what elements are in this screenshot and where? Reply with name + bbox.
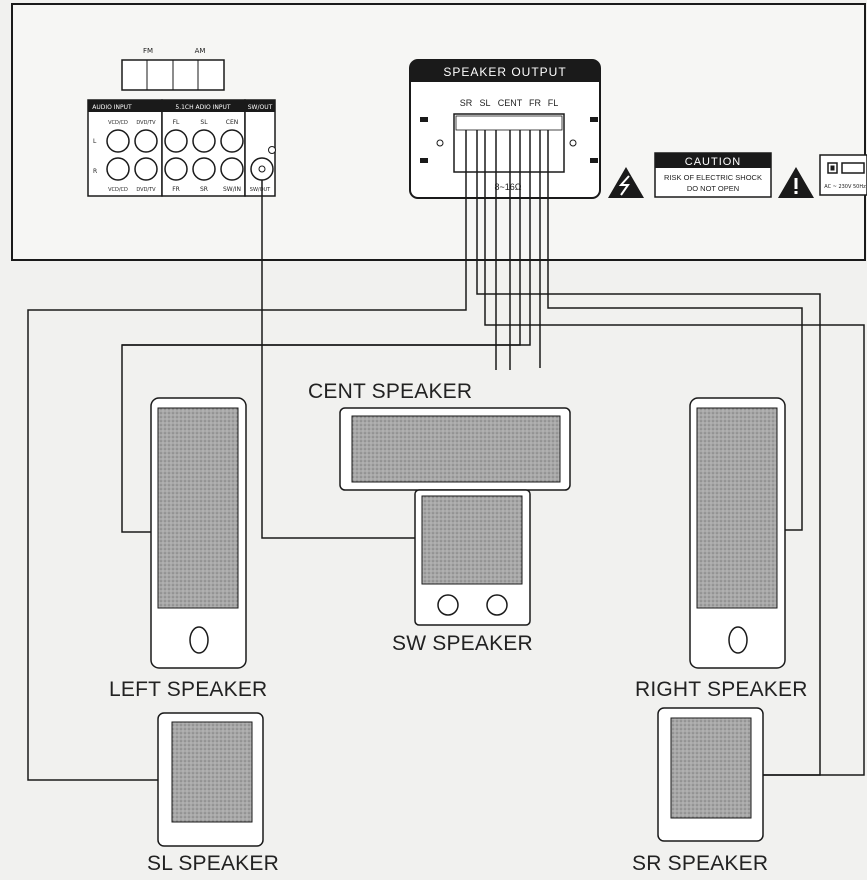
caution-label: CAUTION RISK OF ELECTRIC SHOCK DO NOT OP… — [654, 152, 772, 198]
rca-jack[interactable] — [220, 129, 244, 153]
caution-title: CAUTION — [685, 156, 742, 168]
power-label: AC ~ 230V 50Hz — [824, 184, 866, 190]
subwoofer-speaker-label: SW SPEAKER — [392, 632, 533, 655]
center-speaker — [339, 407, 571, 491]
rca-jack[interactable] — [164, 157, 188, 181]
right-speaker-label: RIGHT SPEAKER — [635, 678, 808, 701]
exclamation-warning-icon — [778, 167, 814, 198]
fr-input-label: FR — [172, 186, 180, 193]
sr-speaker — [657, 707, 764, 842]
channel-sl-label: SL — [479, 98, 490, 108]
sl-input-label: SL — [200, 119, 208, 126]
rca-jack[interactable] — [192, 129, 216, 153]
channel-r-label: R — [93, 168, 97, 175]
audio-input-title: AUDIO INPUT — [92, 104, 132, 111]
rca-jack[interactable] — [220, 157, 244, 181]
sl-speaker-label: SL SPEAKER — [147, 852, 279, 875]
ch51-input-panel: 5.1CH ADIO INPUT FL SL CEN FR SR SW/IN — [161, 99, 246, 197]
am-label: AM — [195, 47, 206, 55]
channel-sr-label: SR — [460, 98, 473, 108]
right-speaker — [689, 397, 786, 669]
wiring — [27, 130, 865, 781]
audio-input-label-bottom-left: VCD/CD — [108, 187, 128, 193]
audio-input-label-bottom-right: DVD/TV — [136, 187, 156, 193]
caution-line1: RISK OF ELECTRIC SHOCK — [664, 173, 762, 182]
audio-input-panel: AUDIO INPUT VCD/CD DVD/TV L R VCD/CD DVD… — [87, 99, 163, 197]
rca-jack[interactable] — [192, 157, 216, 181]
channel-l-label: L — [93, 138, 97, 145]
caution-line2: DO NOT OPEN — [687, 184, 739, 193]
sr-input-label: SR — [200, 186, 208, 193]
audio-input-label-top-right: DVD/TV — [136, 120, 156, 126]
sl-speaker-cone — [171, 721, 253, 823]
terminal-strip[interactable] — [453, 113, 565, 173]
left-speaker-label: LEFT SPEAKER — [109, 678, 268, 701]
right-speaker-port — [728, 626, 748, 654]
sw-out-bottom-label: SW/OUT — [250, 187, 271, 193]
ch51-input-title: 5.1CH ADIO INPUT — [175, 104, 231, 111]
speaker-output-title: SPEAKER OUTPUT — [443, 65, 566, 79]
sl-speaker — [157, 712, 264, 847]
left-speaker — [150, 397, 247, 669]
channel-fl-label: FL — [548, 98, 559, 108]
sr-speaker-cone — [670, 717, 752, 819]
sw-out-panel: SW/OUT SW/OUT — [244, 99, 276, 197]
rca-jack[interactable] — [106, 157, 130, 181]
rca-jack[interactable] — [134, 157, 158, 181]
channel-cent-label: CENT — [498, 98, 523, 108]
center-speaker-label: CENT SPEAKER — [308, 380, 473, 403]
fm-label: FM — [143, 47, 153, 55]
rca-jack[interactable] — [164, 129, 188, 153]
rca-jack[interactable] — [106, 129, 130, 153]
left-speaker-cone — [157, 407, 239, 609]
fl-input-label: FL — [173, 119, 180, 126]
left-speaker-port — [189, 626, 209, 654]
center-speaker-cone — [351, 415, 561, 483]
cen-input-label: CEN — [226, 119, 238, 126]
power-socket: AC ~ 230V 50Hz — [819, 154, 867, 196]
swin-input-label: SW/IN — [223, 186, 241, 193]
channel-fr-label: FR — [529, 98, 541, 108]
subwoofer-port — [437, 594, 459, 616]
impedance-label: 8~16Ω — [495, 182, 522, 192]
right-speaker-cone — [696, 407, 778, 609]
shock-warning-icon — [608, 167, 644, 198]
audio-input-label-top-left: VCD/CD — [108, 120, 128, 126]
subwoofer-speaker — [414, 489, 531, 626]
antenna-terminal: FM AM — [121, 47, 225, 91]
sw-out-title: SW/OUT — [248, 104, 273, 111]
rca-jack[interactable] — [134, 129, 158, 153]
subwoofer-cone — [421, 495, 523, 585]
sr-speaker-label: SR SPEAKER — [632, 852, 769, 875]
speaker-output-terminal: SPEAKER OUTPUT SR SL CENT FR FL 8~16Ω — [409, 59, 601, 199]
subwoofer-port — [486, 594, 508, 616]
